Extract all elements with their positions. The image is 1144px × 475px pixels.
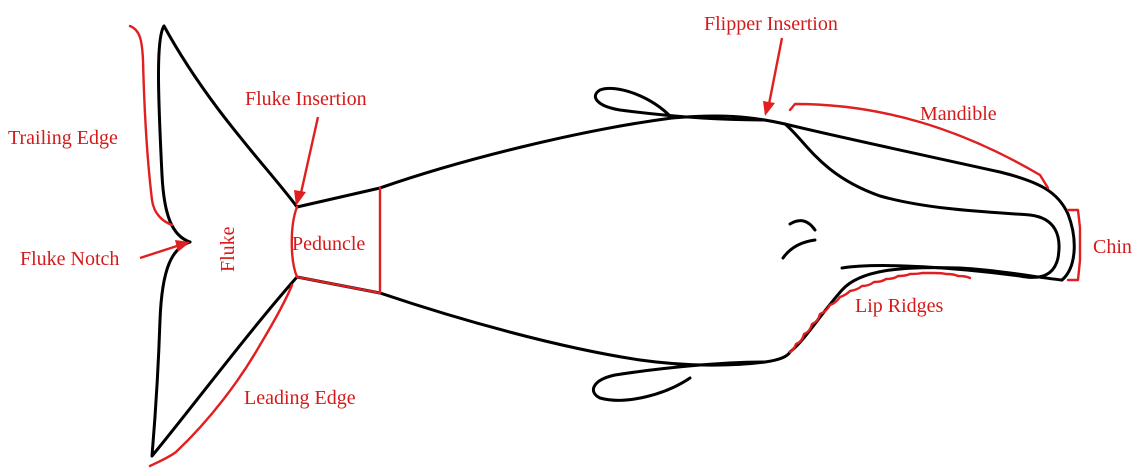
label-trailing-edge: Trailing Edge <box>8 127 118 149</box>
label-fluke: Fluke <box>217 226 239 272</box>
label-chin: Chin <box>1093 236 1132 258</box>
label-flipper-insertion: Flipper Insertion <box>704 13 838 35</box>
blowhole-upper <box>790 221 815 230</box>
flipper-insertion-arrowhead <box>763 101 775 116</box>
label-leading-edge: Leading Edge <box>244 387 356 409</box>
label-lip-ridges: Lip Ridges <box>855 295 944 317</box>
fluke-insertion-arrow-line <box>301 117 318 193</box>
label-mandible: Mandible <box>920 103 997 125</box>
flipper-insertion-arrow-line <box>769 38 782 104</box>
lower-fluke-outline <box>152 242 297 456</box>
fluke-insertion-arrowhead <box>294 190 306 206</box>
leading-edge-bracket <box>150 285 292 466</box>
label-fluke-insertion: Fluke Insertion <box>245 88 367 110</box>
label-fluke-notch: Fluke Notch <box>20 248 119 270</box>
chin-outline <box>1062 214 1074 280</box>
rostrum-outline <box>785 124 1059 277</box>
trailing-edge-bracket <box>130 26 172 225</box>
peduncle-upper-outline <box>297 188 380 207</box>
upper-body-outline <box>380 116 1068 214</box>
lower-flipper-outline <box>593 362 765 400</box>
upper-fluke-outline <box>159 26 298 242</box>
blowhole-lower <box>783 240 815 258</box>
lower-body-outline <box>380 293 790 365</box>
label-peduncle: Peduncle <box>292 233 365 255</box>
arrows <box>140 38 782 258</box>
upper-flipper-outline <box>595 88 765 120</box>
